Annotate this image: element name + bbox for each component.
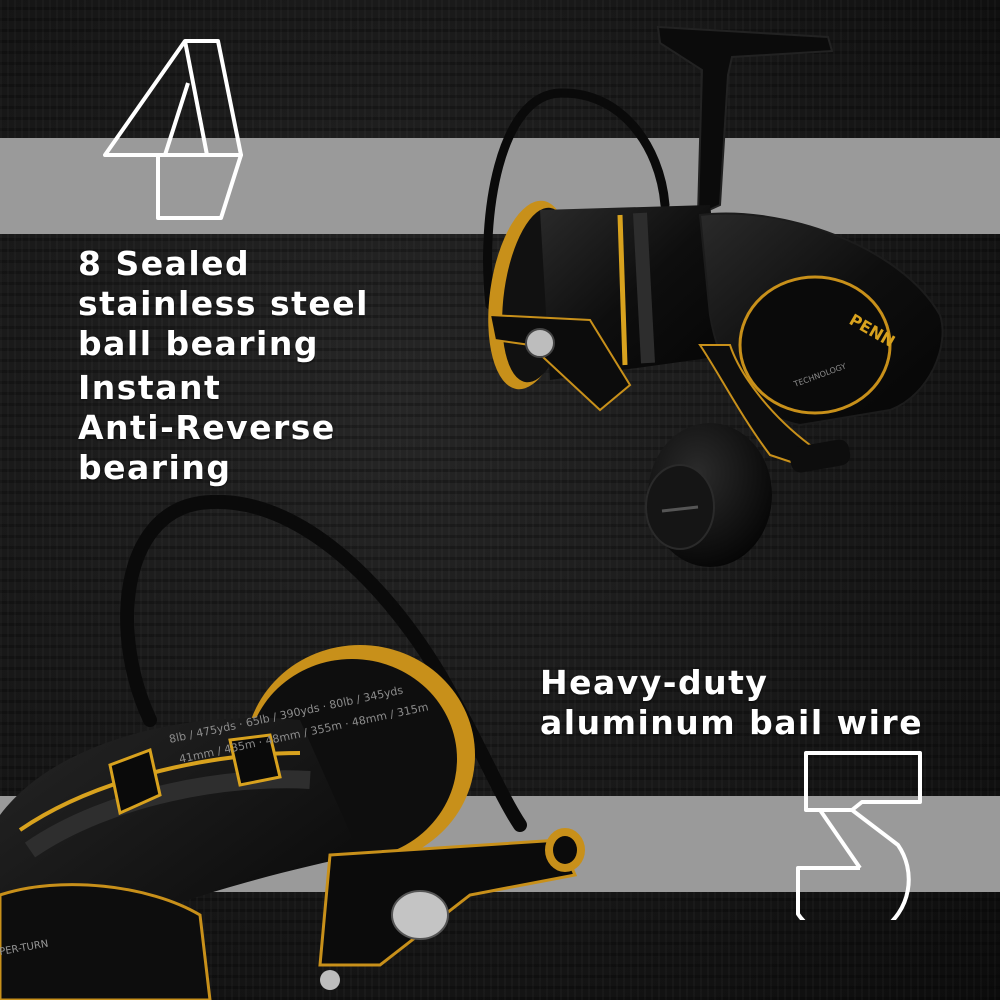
bearing-feature-text: 8 Sealed stainless steel ball bearing — [78, 244, 369, 364]
bearing-line-1: 8 Sealed — [78, 244, 251, 283]
anti-reverse-feature-text: Instant Anti-Reverse bearing — [78, 368, 336, 488]
anti-reverse-line-2: Anti-Reverse — [78, 408, 336, 447]
anti-reverse-line-3: bearing — [78, 448, 232, 487]
curved-arrow-shape-icon — [796, 751, 922, 920]
bail-line-2: aluminum bail wire — [540, 703, 924, 742]
bearing-line-3: ball bearing — [78, 324, 319, 363]
spool-closeup-image: 8lb / 475yds · 65lb / 390yds · 80lb / 34… — [0, 495, 585, 1000]
anti-reverse-line-1: Instant — [78, 368, 222, 407]
bail-line-1: Heavy-duty — [540, 663, 769, 702]
spinning-reel-image: PENN TECHNOLOGY — [483, 25, 944, 567]
folded-shape-icon — [103, 39, 243, 220]
bearing-line-2: stainless steel — [78, 284, 369, 323]
bail-wire-feature-text: Heavy-duty aluminum bail wire — [540, 663, 923, 743]
